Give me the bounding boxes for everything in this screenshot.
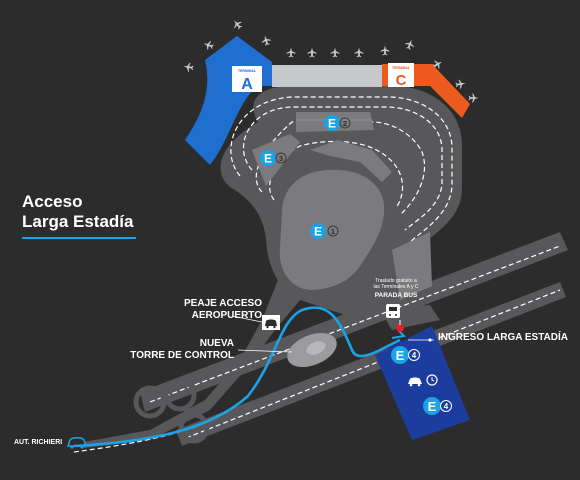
parking-e4-upper-number: 4 (412, 351, 417, 360)
parking-badge-e4-lower: E 4 (423, 397, 452, 415)
lot-e1 (279, 169, 385, 290)
peaje-label-line1: PEAJE ACCESO (184, 298, 262, 309)
parking-e3-number: 3 (279, 154, 283, 163)
parking-badge-e4-upper: E 4 (391, 346, 420, 364)
parking-e1-letter: E (314, 225, 322, 239)
bus-icon (386, 304, 400, 318)
title-underline (22, 237, 136, 239)
access-route (73, 306, 401, 448)
peaje-label-line2: AEROPUERTO (191, 309, 262, 321)
cloverleaf-interchange (133, 378, 210, 444)
terminal-connector (272, 65, 382, 87)
airplane-icon (260, 34, 272, 47)
terminals: TERMINAL A TERMINAL C (185, 36, 470, 165)
parking-badge-e1: E 1 (310, 223, 339, 239)
terminal-c-caption: TERMINAL (392, 66, 411, 70)
parking-e4-lower-letter: E (428, 399, 437, 414)
map-title-line2: Larga Estadía (22, 212, 134, 232)
parada-bus-label: PARADA BUS (374, 292, 418, 299)
airplane-icon (354, 47, 364, 58)
airplane-icon (454, 78, 467, 90)
airplane-icon (403, 38, 416, 51)
peaje-leader (231, 315, 263, 323)
autopista-label: AUT. RICHIERI (14, 439, 63, 446)
torre-label-line1: NUEVA (199, 338, 234, 349)
torre-leader (237, 349, 293, 353)
airplane-icon (307, 47, 317, 58)
torre-label-line2: TORRE DE CONTROL (130, 349, 234, 361)
parking-e1-number: 1 (331, 227, 335, 236)
parking-e4-upper-letter: E (396, 348, 405, 363)
airplane-icon (202, 39, 215, 52)
map-title: Acceso Larga Estadía (22, 192, 134, 232)
torre-label: NUEVA TORRE DE CONTROL (128, 338, 234, 361)
parking-e2-number: 2 (343, 119, 347, 128)
airplane-icon (182, 61, 195, 73)
traslado-label: Traslado gratuito a las Terminales A y C (370, 278, 422, 290)
airplane-icon (380, 45, 390, 56)
terminal-a-caption: TERMINAL (238, 69, 257, 73)
traslado-label-line1: Traslado gratuito a (375, 278, 417, 284)
traslado-label-line2: las Terminales A y C (373, 284, 419, 290)
parking-lots (252, 112, 392, 290)
airplane-icon (230, 17, 244, 32)
long-stay-car-icon (408, 377, 422, 387)
airplane-icon (286, 47, 296, 58)
airplane-icon (330, 47, 340, 58)
clock-icon (426, 374, 438, 386)
control-tower (287, 333, 337, 367)
ingreso-label: INGRESO LARGA ESTADÍA (438, 332, 569, 343)
parking-e2-letter: E (328, 117, 336, 131)
terminal-c-letter: C (396, 72, 407, 89)
lot-upper-inner (310, 140, 392, 182)
control-tower-icon (306, 341, 326, 355)
peaje-label: PEAJE ACCESO AEROPUERTO (150, 298, 262, 321)
terminal-a-letter: A (241, 76, 253, 93)
car-icon (66, 437, 88, 449)
parking-badge-e2: E 2 (324, 115, 351, 131)
toll-car-icon (262, 315, 280, 330)
terminal-a-sign (232, 66, 262, 92)
terminal-c-sign (388, 63, 414, 87)
parking-e4-lower-number: 4 (444, 402, 449, 411)
bus-stop-marker (396, 324, 404, 332)
map-title-line1: Acceso (22, 192, 83, 211)
parking-e3-letter: E (264, 152, 272, 166)
airplane-icon (468, 93, 479, 103)
parking-badge-e3: E 3 (260, 150, 287, 166)
